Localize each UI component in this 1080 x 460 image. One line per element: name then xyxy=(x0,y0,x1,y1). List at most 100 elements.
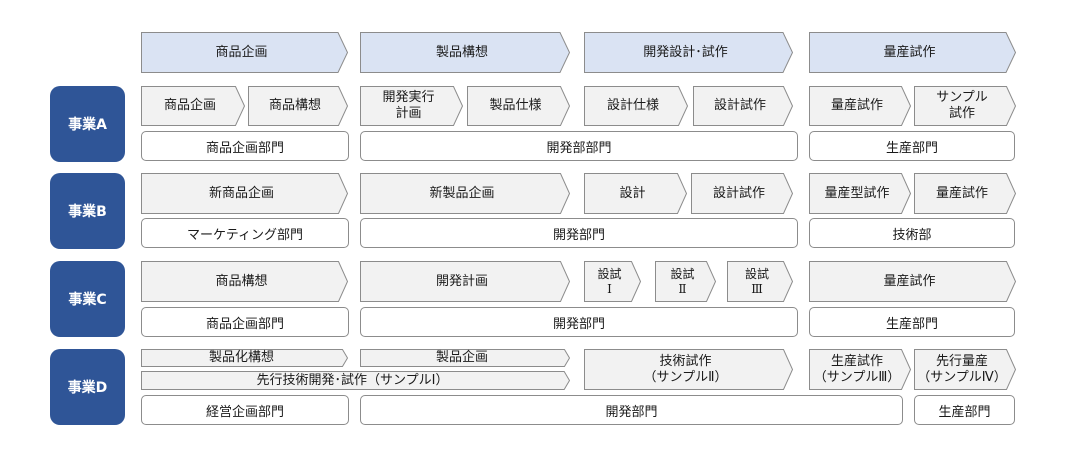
step-arrow-shape xyxy=(360,349,571,367)
step-label: 設計試作 xyxy=(712,185,765,201)
phase-arrow-p3: 開発設計･試作 xyxy=(584,32,794,73)
step-label: 量産型試作 xyxy=(824,185,890,201)
step-arrow-c-2: 開発計画 xyxy=(360,261,571,302)
dept-box-d3: 生産部門 xyxy=(914,395,1015,425)
step-arrow-c-1: 商品構想 xyxy=(141,261,349,302)
dept-box-a1: 商品企画部門 xyxy=(141,131,349,161)
step-label: 先行技術開発･試作（サンプルⅠ） xyxy=(256,372,449,388)
step-arrow-d-4: 技術試作 （サンプルⅡ） xyxy=(584,349,794,390)
business-label-c: 事業C xyxy=(50,261,125,337)
step-arrow-a-1: 商品企画 xyxy=(141,86,246,126)
step-arrow-a-3: 開発実行 計画 xyxy=(360,86,464,126)
business-label-b: 事業B xyxy=(50,173,125,249)
step-arrow-shape xyxy=(467,86,571,126)
step-arrow-shape xyxy=(584,261,642,302)
dept-box-c2: 開発部門 xyxy=(360,307,798,337)
step-arrow-b-4: 設計試作 xyxy=(691,173,794,214)
step-arrow-shape xyxy=(655,261,717,302)
step-arrow-shape xyxy=(360,86,464,126)
step-arrow-d-6: 先行量産 （サンプルⅣ） xyxy=(914,349,1017,390)
step-label: 商品構想 xyxy=(268,98,321,113)
step-label: 開発計画 xyxy=(435,273,488,289)
step-arrow-shape xyxy=(914,173,1017,214)
step-arrow-c-5: 設試 Ⅲ xyxy=(727,261,794,302)
step-arrow-d-5: 生産試作 （サンプルⅢ） xyxy=(809,349,912,390)
step-arrow-a-6: 設計試作 xyxy=(693,86,794,126)
step-arrow-shape xyxy=(141,173,349,214)
phase-label: 量産試作 xyxy=(883,45,936,60)
step-label: 生産試作 （サンプルⅢ） xyxy=(813,353,901,385)
dept-box-b2: 開発部門 xyxy=(360,218,798,248)
step-arrow-d-2: 製品企画 xyxy=(360,349,571,367)
step-label: 技術試作 （サンプルⅡ） xyxy=(643,353,728,385)
step-label: 量産試作 xyxy=(935,185,988,201)
step-label: 製品化構想 xyxy=(208,350,274,365)
step-label: 設試 Ⅱ xyxy=(670,266,695,296)
step-label: 先行量産 （サンプルⅣ） xyxy=(917,353,1007,385)
step-arrow-b-5: 量産型試作 xyxy=(809,173,912,214)
step-arrow-shape xyxy=(693,86,794,126)
step-label: 設計仕様 xyxy=(606,98,659,113)
dept-box-d2: 開発部門 xyxy=(360,395,903,425)
step-label: 商品構想 xyxy=(215,273,268,289)
step-label: 量産試作 xyxy=(830,98,883,113)
step-arrow-shape xyxy=(584,86,689,126)
step-arrow-b-1: 新商品企画 xyxy=(141,173,349,214)
step-arrow-shape xyxy=(809,86,912,126)
dept-box-b3: 技術部 xyxy=(809,218,1015,248)
phase-arrow-shape xyxy=(141,32,349,73)
step-label: 開発実行 計画 xyxy=(382,90,435,121)
step-arrow-shape xyxy=(141,86,246,126)
step-label: 設計試作 xyxy=(713,98,766,113)
step-arrow-shape xyxy=(584,349,794,390)
step-label: 製品企画 xyxy=(435,350,488,365)
step-arrow-d-3: 先行技術開発･試作（サンプルⅠ） xyxy=(141,371,571,390)
step-label: 量産試作 xyxy=(883,273,936,289)
phase-label: 製品構想 xyxy=(435,45,488,60)
step-arrow-shape xyxy=(809,349,912,390)
step-arrow-shape xyxy=(360,173,571,214)
dept-box-a3: 生産部門 xyxy=(809,131,1015,161)
step-label: 設試 Ⅰ xyxy=(597,266,622,296)
step-label: 製品仕様 xyxy=(489,98,542,113)
step-arrow-shape xyxy=(914,86,1017,126)
step-label: 新製品企画 xyxy=(429,185,495,201)
step-arrow-b-2: 新製品企画 xyxy=(360,173,571,214)
step-arrow-b-6: 量産試作 xyxy=(914,173,1017,214)
step-arrow-shape xyxy=(584,173,688,214)
step-label: 商品企画 xyxy=(163,98,216,113)
step-arrow-shape xyxy=(141,261,349,302)
phase-arrow-shape xyxy=(360,32,571,73)
business-label-a: 事業A xyxy=(50,86,125,162)
step-arrow-c-3: 設試 Ⅰ xyxy=(584,261,642,302)
business-label-d: 事業D xyxy=(50,349,125,425)
step-label: 設試 Ⅲ xyxy=(744,266,769,296)
dept-box-c1: 商品企画部門 xyxy=(141,307,349,337)
step-arrow-d-1: 製品化構想 xyxy=(141,349,349,367)
step-label: 新商品企画 xyxy=(208,185,274,201)
step-arrow-shape xyxy=(141,349,349,367)
step-arrow-a-4: 製品仕様 xyxy=(467,86,571,126)
step-label: 設計 xyxy=(619,185,646,201)
dept-box-b1: マーケティング部門 xyxy=(141,218,349,248)
step-arrow-shape xyxy=(809,261,1017,302)
step-arrow-shape xyxy=(141,371,571,390)
phase-arrow-p1: 商品企画 xyxy=(141,32,349,73)
step-arrow-a-7: 量産試作 xyxy=(809,86,912,126)
step-arrow-c-6: 量産試作 xyxy=(809,261,1017,302)
phase-arrow-shape xyxy=(809,32,1017,73)
phase-arrow-p2: 製品構想 xyxy=(360,32,571,73)
step-arrow-a-2: 商品構想 xyxy=(248,86,349,126)
step-arrow-shape xyxy=(691,173,794,214)
phase-label: 開発設計･試作 xyxy=(643,45,728,60)
step-arrow-c-4: 設試 Ⅱ xyxy=(655,261,717,302)
phase-arrow-p4: 量産試作 xyxy=(809,32,1017,73)
step-arrow-shape xyxy=(809,173,912,214)
phase-label: 商品企画 xyxy=(215,45,268,60)
step-arrow-a-5: 設計仕様 xyxy=(584,86,689,126)
dept-box-d1: 経営企画部門 xyxy=(141,395,349,425)
step-arrow-shape xyxy=(727,261,794,302)
phase-arrow-shape xyxy=(584,32,794,73)
step-arrow-shape xyxy=(914,349,1017,390)
step-arrow-a-8: サンプル 試作 xyxy=(914,86,1017,126)
